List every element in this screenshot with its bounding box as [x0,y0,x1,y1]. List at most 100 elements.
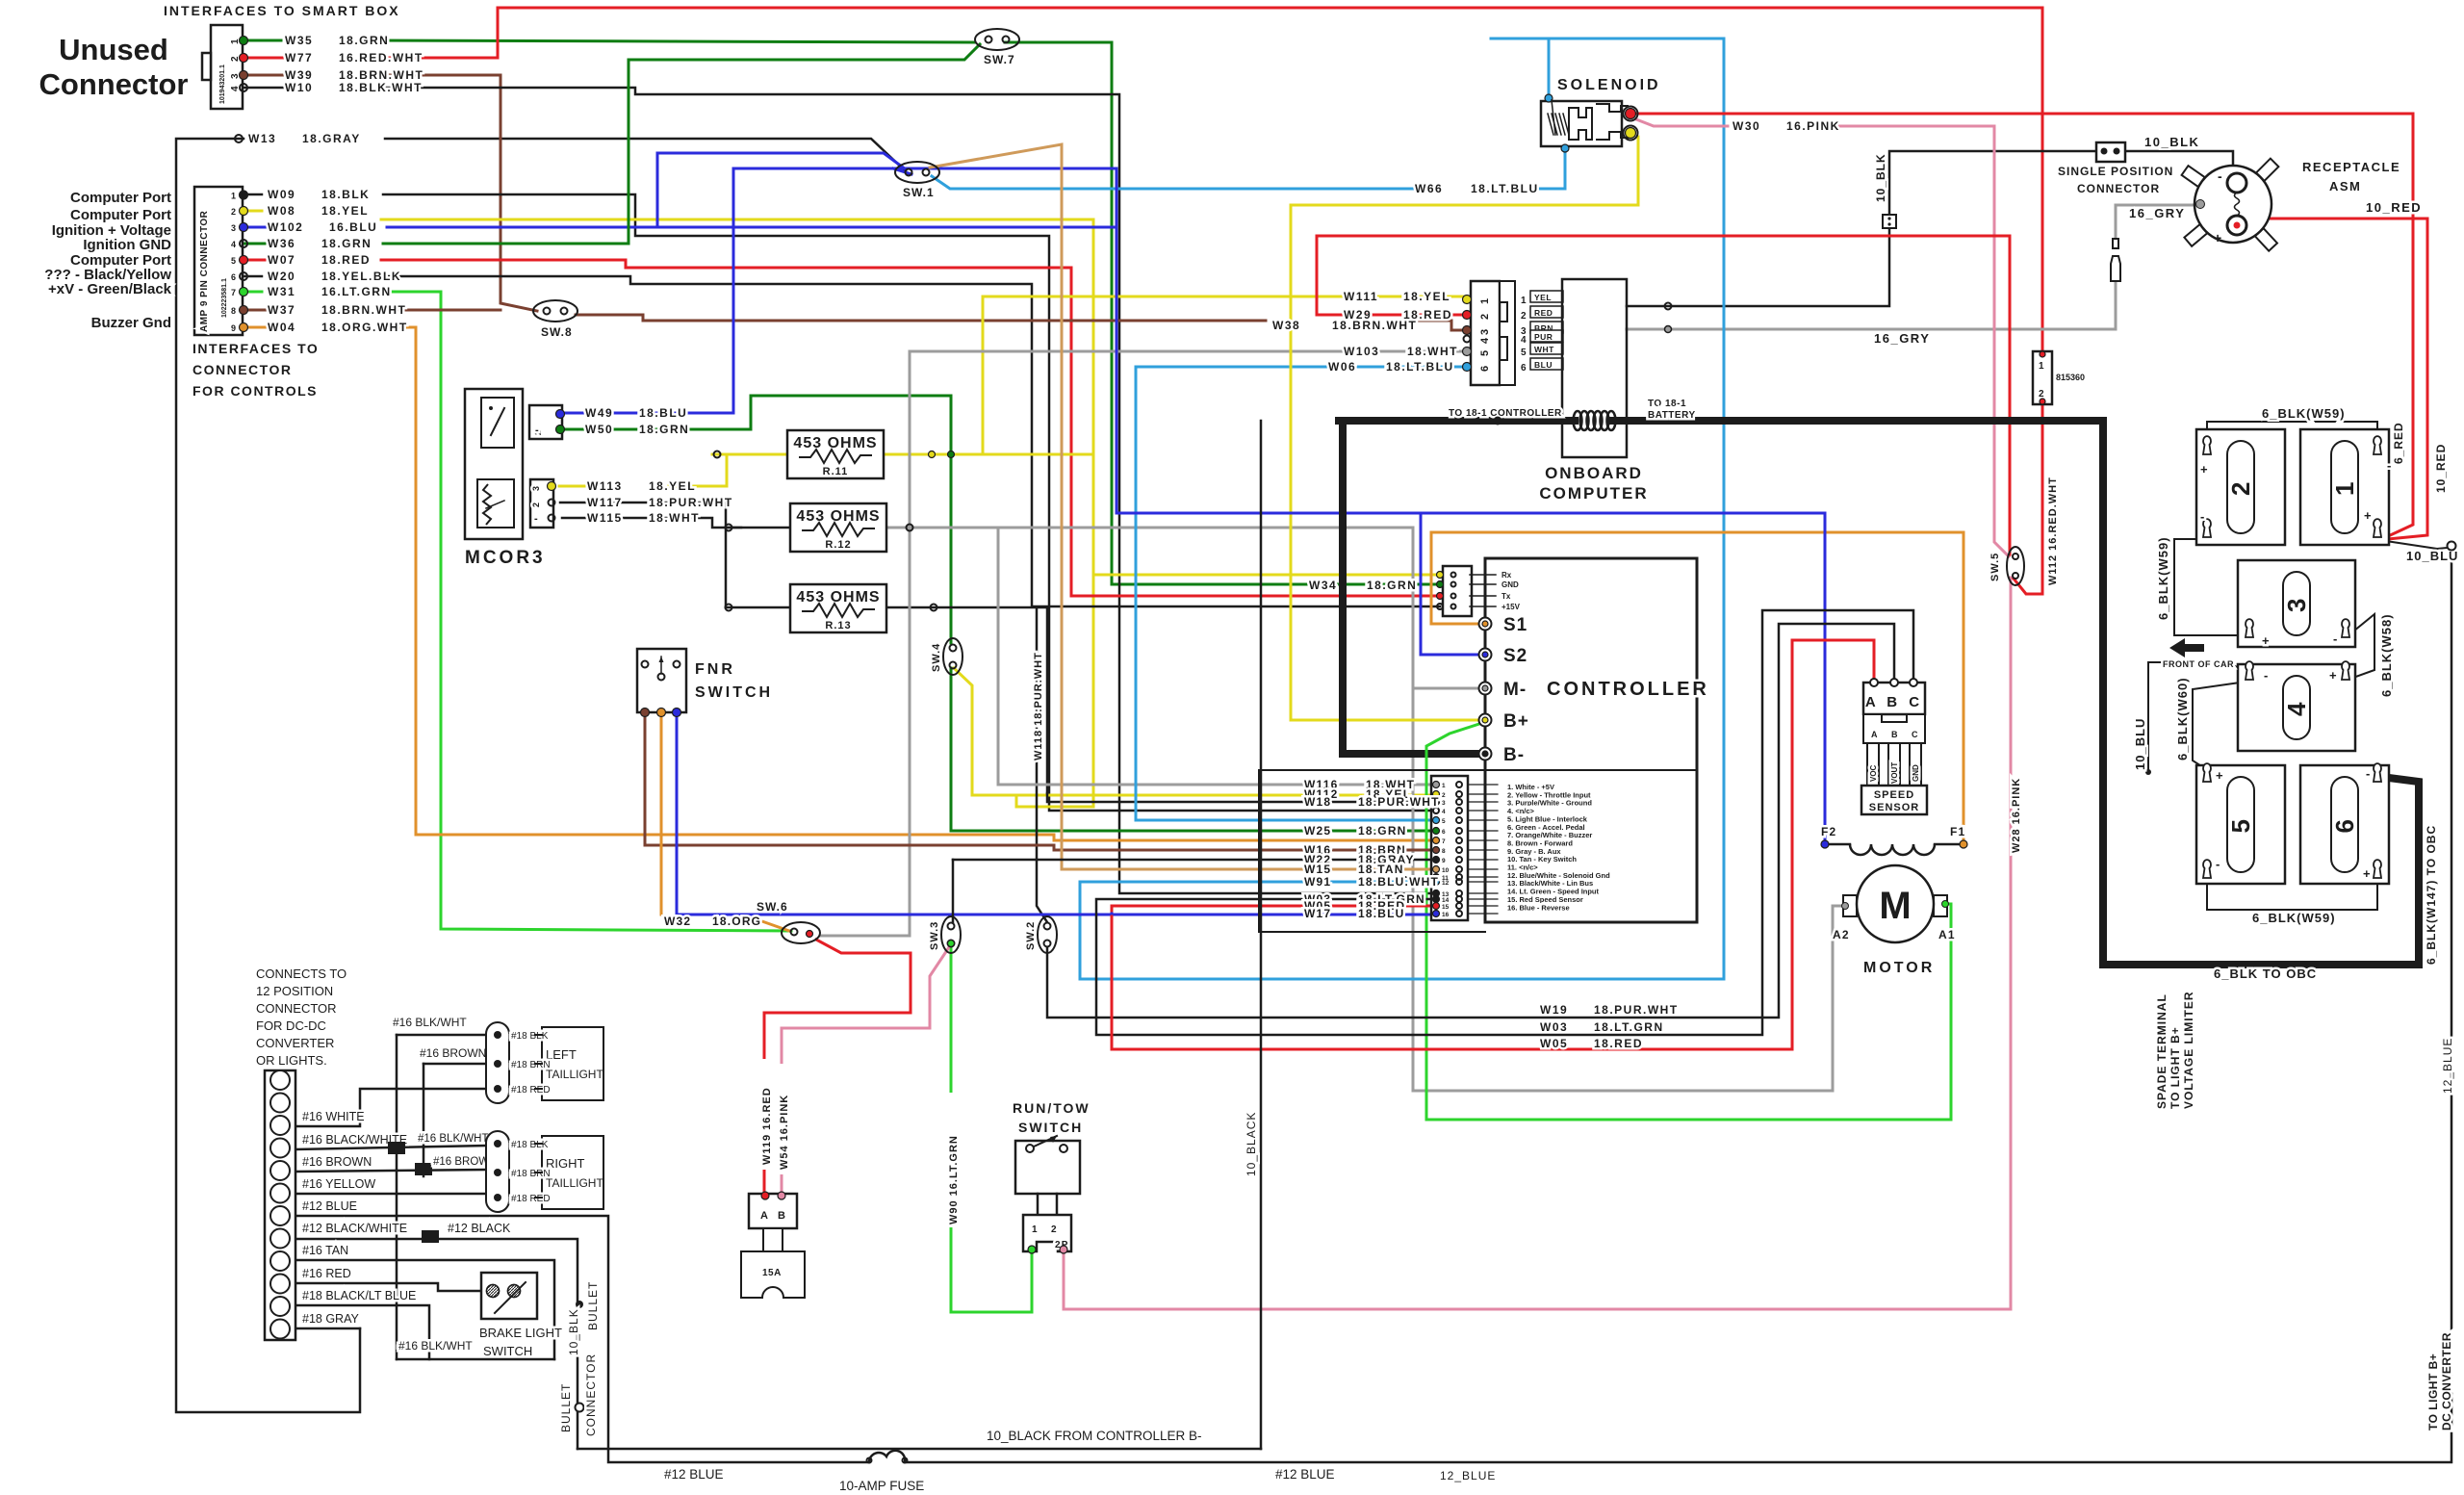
svg-text:Rx: Rx [1502,571,1512,580]
svg-text:+: + [2216,768,2224,783]
svg-text:CONNECTOR: CONNECTOR [256,1001,337,1016]
svg-text:3: 3 [1479,329,1491,335]
svg-text:COMPUTER: COMPUTER [1539,484,1648,503]
svg-text:SWITCH: SWITCH [1018,1120,1083,1135]
svg-text:#18 BLACK/LT BLUE: #18 BLACK/LT BLUE [302,1289,416,1302]
svg-text:CONNECTOR: CONNECTOR [2077,182,2160,195]
svg-text:12_BLUE: 12_BLUE [1440,1469,1496,1482]
svg-text:#12 BLACK: #12 BLACK [448,1222,511,1235]
svg-text:Connector: Connector [39,67,189,101]
svg-text:#18 BRN: #18 BRN [511,1060,551,1070]
svg-text:SWITCH: SWITCH [695,684,773,701]
svg-text:18.LT.BLU: 18.LT.BLU [1471,182,1539,195]
svg-text:3: 3 [1442,800,1446,807]
svg-text:453 OHMS: 453 OHMS [793,435,877,451]
svg-text:SOLENOID: SOLENOID [1557,77,1661,93]
svg-text:18.WHT: 18.WHT [649,511,700,525]
svg-text:11: 11 [1442,875,1449,882]
svg-text:6: 6 [1521,363,1527,374]
svg-text:AMP 9 PIN CONNECTOR: AMP 9 PIN CONNECTOR [199,210,210,332]
svg-text:18.LT.GRN: 18.LT.GRN [1594,1020,1664,1034]
svg-text:16. Blue - Reverse: 16. Blue - Reverse [1507,903,1570,912]
svg-text:2: 2 [1442,792,1446,799]
svg-text:2: 2 [1521,311,1527,322]
svg-text:+: + [2364,508,2373,523]
svg-text:MCOR3: MCOR3 [465,548,546,568]
svg-text:6_BLK(W59): 6_BLK(W59) [2262,406,2346,421]
svg-text:3: 3 [231,223,236,233]
svg-text:W07: W07 [268,253,295,267]
svg-text:FRONT OF CAR: FRONT OF CAR [2163,659,2234,669]
svg-text:12: 12 [1442,880,1450,887]
svg-text:#16 BROWN: #16 BROWN [433,1156,497,1168]
svg-text:+: + [2329,668,2338,683]
svg-text:SW.2: SW.2 [1025,921,1037,950]
svg-text:18.BLU: 18.BLU [1358,907,1405,920]
svg-text:W10: W10 [285,81,313,94]
svg-text:2: 2 [2039,389,2045,400]
svg-text:18.ORG.WHT: 18.ORG.WHT [321,321,408,334]
svg-text:#12 BLUE: #12 BLUE [302,1199,357,1213]
svg-text:2: 2 [230,56,241,62]
svg-text:CONNECTOR: CONNECTOR [584,1353,598,1436]
svg-text:#18 RED: #18 RED [511,1085,551,1095]
svg-text:Ignition GND: Ignition GND [83,237,171,253]
svg-text:+: + [2363,866,2372,881]
svg-text:2: 2 [533,430,543,435]
svg-text:LEFT: LEFT [546,1047,577,1062]
svg-text:W90 16.LT.GRN: W90 16.LT.GRN [948,1135,960,1224]
svg-text:12. Blue/White - Solenoid Gnd: 12. Blue/White - Solenoid Gnd [1507,871,1610,880]
svg-text:10_BLACK FROM CONTROLLER B-: 10_BLACK FROM CONTROLLER B- [987,1429,1202,1443]
svg-text:W35: W35 [285,34,313,47]
svg-text:WHT: WHT [1534,345,1554,354]
svg-text:SW.5: SW.5 [1989,553,2001,581]
svg-text:W30: W30 [1732,119,1760,133]
svg-text:Unused: Unused [59,33,168,66]
svg-text:+: + [2262,633,2271,648]
svg-text:-: - [2387,458,2393,473]
svg-text:18.RED: 18.RED [1358,899,1405,913]
svg-text:#18 GRAY: #18 GRAY [302,1312,359,1326]
svg-text:10_BLACK: 10_BLACK [1245,1112,1258,1176]
svg-text:5: 5 [1442,818,1446,825]
svg-text:4: 4 [1521,335,1527,346]
svg-text:16.PINK: 16.PINK [1786,119,1840,133]
svg-text:18.BLU: 18.BLU [639,406,687,420]
svg-text:4. <n/c>: 4. <n/c> [1507,807,1535,815]
svg-text:18.GRN: 18.GRN [321,237,372,250]
svg-text:10_BLU: 10_BLU [2133,718,2147,770]
svg-text:10_RED: 10_RED [2434,444,2448,493]
svg-text:RED: RED [1534,308,1553,318]
svg-text:W08: W08 [268,204,295,218]
svg-text:INTERFACES TO: INTERFACES TO [192,341,319,356]
svg-text:1: 1 [2039,361,2045,372]
svg-text:18.YEL: 18.YEL [1366,787,1411,801]
svg-text:W06: W06 [1328,360,1356,374]
svg-text:W77: W77 [285,51,313,64]
svg-text:10. Tan - Key Switch: 10. Tan - Key Switch [1507,855,1577,863]
svg-text:6: 6 [231,272,236,282]
svg-text:ONBOARD: ONBOARD [1545,464,1643,482]
svg-text:#12 BLACK/WHITE: #12 BLACK/WHITE [302,1222,407,1235]
svg-text:18.YEL: 18.YEL [1403,290,1450,303]
svg-text:W03: W03 [1540,1020,1568,1034]
svg-text:VOLTAGE LIMITER: VOLTAGE LIMITER [2182,991,2195,1109]
svg-text:W38: W38 [1272,319,1300,332]
svg-text:Ignition + Voltage: Ignition + Voltage [52,222,171,239]
svg-text:W117: W117 [587,496,623,509]
svg-text:6. Green - Accel. Pedal: 6. Green - Accel. Pedal [1507,823,1585,832]
svg-text:YEL: YEL [1534,293,1552,302]
svg-text:GND: GND [1912,764,1920,782]
svg-text:10: 10 [1442,867,1450,874]
svg-text:Computer Port: Computer Port [70,252,171,269]
svg-text:#16 WHITE: #16 WHITE [302,1110,365,1123]
svg-text:10_BLU: 10_BLU [2406,549,2458,563]
svg-text:TO 18-1 CONTROLLER: TO 18-1 CONTROLLER [1449,408,1562,419]
svg-text:7. Orange/White - Buzzer: 7. Orange/White - Buzzer [1507,831,1592,839]
svg-text:10_BLK: 10_BLK [567,1308,580,1355]
svg-text:5: 5 [231,256,236,266]
svg-text:8: 8 [1442,848,1446,855]
svg-text:10_BLK: 10_BLK [2144,135,2199,149]
svg-text:SWITCH: SWITCH [483,1344,532,1358]
svg-text:W34: W34 [1309,579,1337,592]
